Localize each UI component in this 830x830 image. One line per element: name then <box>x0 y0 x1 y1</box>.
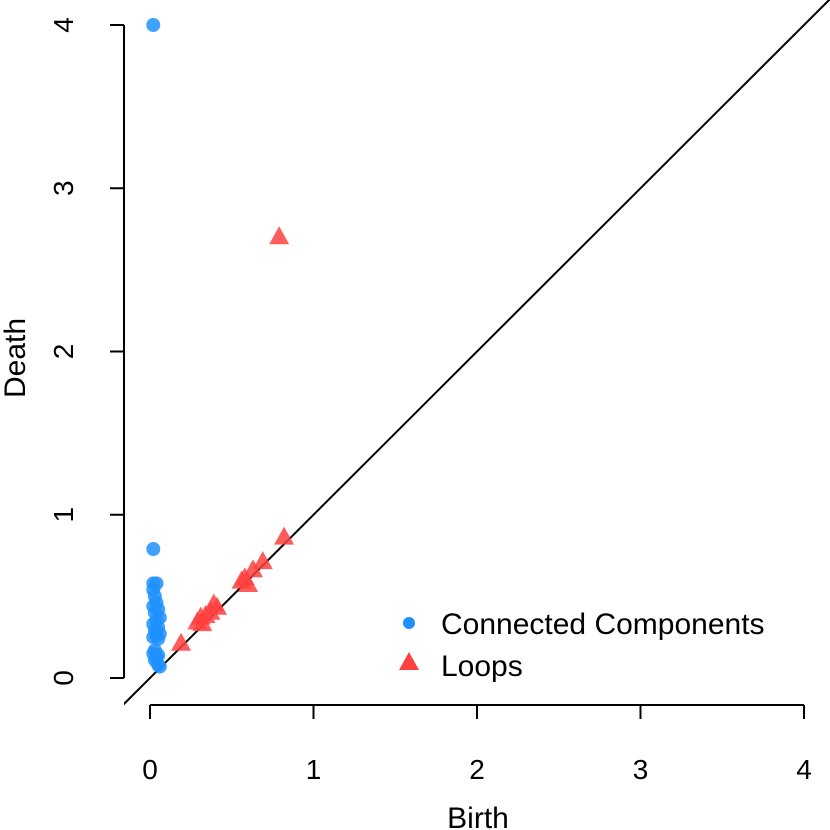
legend-marker-connected-components <box>403 617 415 629</box>
x-axis-title: Birth <box>447 802 509 830</box>
legend-marker-loops <box>399 652 419 670</box>
x-tick-label: 0 <box>142 754 158 785</box>
x-tick-label: 4 <box>796 754 812 785</box>
loop-point <box>192 613 213 632</box>
loop-point <box>274 526 295 545</box>
data-points <box>146 18 295 674</box>
x-tick-label: 2 <box>469 754 485 785</box>
legend: Connected Components Loops <box>399 608 765 683</box>
y-tick-label: 4 <box>48 17 79 33</box>
diagonal-line <box>124 0 830 706</box>
y-axis-title: Death <box>0 318 32 398</box>
connected-component-point <box>146 542 161 557</box>
legend-label-loops: Loops <box>441 650 523 683</box>
loop-point <box>252 551 273 570</box>
connected-component-point <box>146 18 161 32</box>
connected-component-point <box>152 659 167 674</box>
x-axis-ticks: 0 1 2 3 4 <box>142 705 812 785</box>
x-axis: 0 1 2 3 4 <box>142 704 812 785</box>
loop-point <box>269 226 290 245</box>
legend-label-connected-components: Connected Components <box>441 608 765 641</box>
loop-point <box>171 632 192 651</box>
x-tick-label: 3 <box>633 754 649 785</box>
y-axis-ticks: 0 1 2 3 4 <box>48 17 124 686</box>
y-tick-label: 3 <box>48 180 79 196</box>
y-tick-label: 0 <box>48 670 79 686</box>
connected-component-point <box>151 631 166 646</box>
x-tick-label: 1 <box>306 754 322 785</box>
loop-point <box>238 573 259 592</box>
loop-point <box>243 559 264 578</box>
y-tick-label: 1 <box>48 507 79 523</box>
y-axis: 0 1 2 3 4 <box>48 17 125 686</box>
y-tick-label: 2 <box>48 344 79 360</box>
